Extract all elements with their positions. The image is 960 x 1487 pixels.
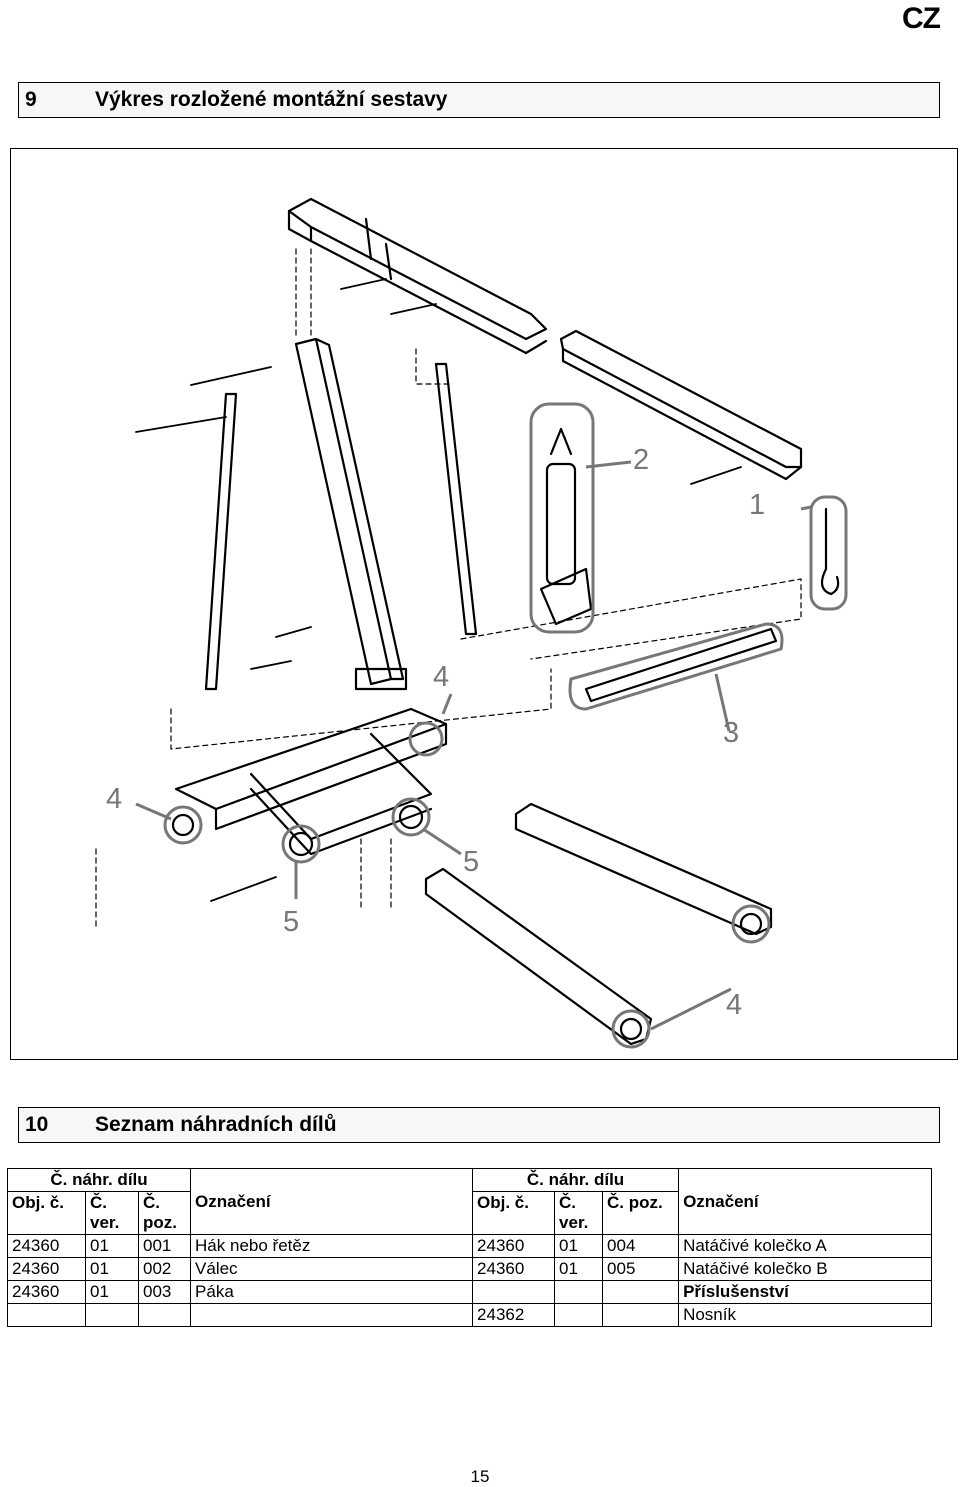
- order-no-cell: [472, 1280, 556, 1304]
- order-no-cell: 24360: [7, 1280, 86, 1304]
- section-10-number: 10: [25, 1113, 49, 1136]
- position-no-header: Č. poz.: [137, 1191, 192, 1235]
- order-no-cell: 24360: [7, 1257, 86, 1281]
- table-row: 24360 01 001 Hák nebo řetěz 24360 01 004…: [7, 1234, 933, 1258]
- table-row: 24360 01 003 Páka Příslušenství: [7, 1280, 933, 1304]
- callout-4-rear: 4: [106, 783, 123, 815]
- position-no-cell: 005: [602, 1257, 680, 1281]
- designation-cell: Páka: [190, 1280, 474, 1304]
- section-10-title: Seznam náhradních dílů: [95, 1113, 337, 1136]
- order-no-cell: 24360: [472, 1257, 556, 1281]
- boom-part: [287, 197, 548, 355]
- designation-cell: [190, 1303, 474, 1327]
- table-row: 24362 Nosník: [7, 1303, 933, 1327]
- version-no-cell: [554, 1280, 604, 1304]
- strut-part: [434, 362, 478, 636]
- highlight-caster: [408, 721, 444, 757]
- page-number: 15: [470, 1467, 490, 1486]
- order-no-header: Obj. č.: [472, 1191, 556, 1235]
- version-no-header: Č. ver.: [554, 1191, 604, 1235]
- callout-4-leg: 4: [726, 989, 743, 1021]
- highlight-caster: [731, 904, 771, 944]
- order-no-cell: [7, 1303, 86, 1327]
- callout-1: 1: [749, 489, 766, 521]
- position-no-cell: [602, 1303, 680, 1327]
- order-no-cell: 24362: [472, 1303, 556, 1327]
- designation-header-left: Označení: [190, 1168, 474, 1235]
- version-no-cell: 01: [85, 1280, 139, 1304]
- position-no-cell: 002: [137, 1257, 192, 1281]
- highlight-caster: [391, 797, 431, 837]
- spare-part-no-group-right: Č. náhr. dílu: [472, 1168, 680, 1192]
- callout-3: 3: [723, 717, 740, 749]
- designation-cell: Válec: [190, 1257, 474, 1281]
- position-no-cell: 001: [137, 1234, 192, 1258]
- strut-part: [204, 392, 238, 691]
- version-no-cell: [554, 1303, 604, 1327]
- designation-header-right: Označení: [678, 1168, 933, 1235]
- spare-parts-table: Č. náhr. dílu Označení Č. náhr. dílu Ozn…: [6, 1168, 933, 1327]
- caster-part: [288, 831, 314, 857]
- designation-cell: Nosník: [678, 1303, 933, 1327]
- caster-part: [398, 804, 424, 830]
- version-no-cell: 01: [554, 1234, 604, 1258]
- bolt-part: [135, 278, 742, 902]
- position-no-cell: [137, 1303, 192, 1327]
- mast-part: [294, 337, 408, 691]
- callout-4-mast: 4: [433, 661, 450, 693]
- version-no-header: Č. ver.: [85, 1191, 139, 1235]
- base-frame-part: [174, 707, 448, 856]
- highlight-lever: [568, 622, 784, 711]
- position-no-header: Č. poz.: [602, 1191, 680, 1235]
- language-tag: CZ: [902, 2, 941, 35]
- callout-5-rear: 5: [283, 906, 300, 938]
- section-10-header: 10 Seznam náhradních dílů: [18, 1107, 940, 1143]
- callout-2: 2: [633, 444, 650, 476]
- accessories-label-cell: Příslušenství: [678, 1280, 933, 1304]
- caster-part: [171, 813, 195, 837]
- position-no-cell: [602, 1280, 680, 1304]
- order-no-cell: 24360: [7, 1234, 86, 1258]
- callout-5-front: 5: [463, 846, 480, 878]
- spare-part-no-group-left: Č. náhr. dílu: [6, 1168, 192, 1192]
- highlight-caster: [611, 1009, 651, 1049]
- table-group-header-row: Č. náhr. dílu Označení Č. náhr. dílu Ozn…: [6, 1168, 933, 1235]
- highlight-caster: [163, 805, 203, 845]
- lever-part: [584, 627, 778, 703]
- order-no-cell: 24360: [472, 1234, 556, 1258]
- highlight-hook: [809, 495, 848, 611]
- position-no-cell: 004: [602, 1234, 680, 1258]
- table-column-header-row: Obj. č. Č. ver. Č. poz. Obj. č. Č. ver. …: [7, 1191, 932, 1235]
- version-no-cell: 01: [85, 1257, 139, 1281]
- designation-cell: Hák nebo řetěz: [190, 1234, 474, 1258]
- section-9-header: 9 Výkres rozložené montážní sestavy: [18, 82, 940, 118]
- hook-part: [820, 507, 840, 596]
- designation-cell: Natáčivé kolečko A: [678, 1234, 933, 1258]
- version-no-cell: [85, 1303, 139, 1327]
- version-no-cell: 01: [85, 1234, 139, 1258]
- section-9-title: Výkres rozložené montážní sestavy: [95, 88, 448, 111]
- leg-part: [424, 802, 773, 1046]
- highlight-cylinder: [529, 402, 595, 634]
- caster-part: [739, 912, 763, 936]
- section-9-number: 9: [25, 88, 37, 111]
- cylinder-part: [539, 427, 593, 626]
- version-no-cell: 01: [554, 1257, 604, 1281]
- position-no-cell: 003: [137, 1280, 192, 1304]
- crane-exploded-view: [95, 197, 848, 1049]
- designation-cell: Natáčivé kolečko B: [678, 1257, 933, 1281]
- caster-part: [619, 1017, 643, 1041]
- highlight-caster: [281, 824, 321, 864]
- table-row: 24360 01 002 Válec 24360 01 005 Natáčivé…: [7, 1257, 933, 1281]
- exploded-assembly-drawing: 2 1 3 4 4 4 5 5: [10, 148, 958, 1060]
- boom-extension-part: [559, 329, 803, 481]
- order-no-header: Obj. č.: [7, 1191, 86, 1235]
